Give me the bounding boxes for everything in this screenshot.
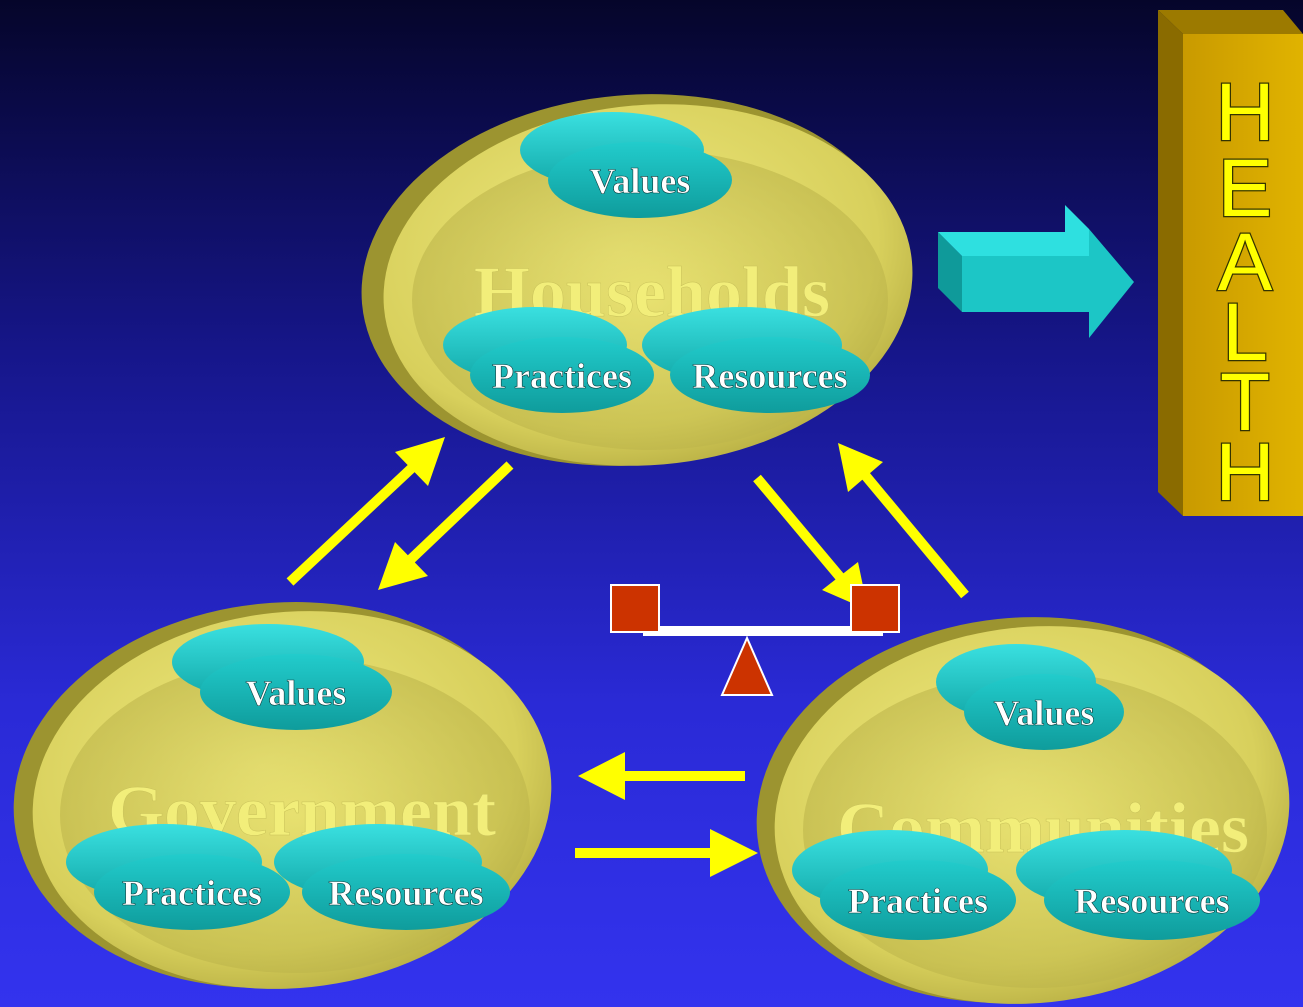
health-letter: H (1215, 427, 1274, 518)
arrow-households-to-communities (753, 474, 849, 587)
households-resources-label: Resources (692, 356, 847, 396)
communities-resources-label: Resources (1074, 881, 1229, 921)
balance-weight-right (850, 584, 900, 633)
households-resources-pill: Resources (642, 307, 870, 413)
communities-practices-label: Practices (848, 881, 988, 921)
arrowhead (578, 752, 625, 800)
arrow-to-health (938, 205, 1134, 338)
government-values-pill: Values (172, 624, 392, 730)
households-practices-pill: Practices (443, 307, 654, 413)
households-values-label: Values (590, 161, 691, 201)
government-resources-label: Resources (328, 873, 483, 913)
health-letter: L (1222, 287, 1268, 378)
balance-fulcrum (720, 635, 774, 696)
balance-scale (610, 584, 900, 696)
communities-resources-pill: Resources (1016, 830, 1260, 940)
health-letter: E (1218, 143, 1273, 234)
communities-values-label: Values (994, 693, 1095, 733)
health-bar: H E A L T H (1158, 10, 1303, 519)
communities-practices-pill: Practices (792, 830, 1016, 940)
government-values-label: Values (246, 673, 347, 713)
communities-values-pill: Values (936, 644, 1124, 750)
arrowhead (395, 437, 445, 486)
balance-beam (643, 626, 883, 636)
government-sphere: Government Values Practices Resources (13, 602, 552, 989)
arrow-communities-to-households (861, 471, 969, 599)
arrowhead (838, 443, 883, 492)
government-practices-label: Practices (122, 873, 262, 913)
households-sphere: Households Values Practices Resources (361, 94, 913, 466)
households-values-pill: Values (520, 112, 732, 218)
arrowhead (378, 542, 428, 590)
arrow-government-to-households (286, 461, 419, 586)
arrow-households-to-government (404, 461, 514, 566)
health-letter: A (1218, 217, 1273, 308)
households-practices-label: Practices (492, 356, 632, 396)
health-letter: H (1215, 67, 1274, 158)
arrowhead (710, 829, 758, 877)
arrows (286, 437, 969, 877)
health-letter: T (1220, 357, 1270, 448)
government-practices-pill: Practices (66, 824, 290, 930)
balance-weight-left (610, 584, 660, 633)
communities-sphere: Communities Values Practices Resources (756, 617, 1290, 1004)
government-resources-pill: Resources (274, 824, 510, 930)
